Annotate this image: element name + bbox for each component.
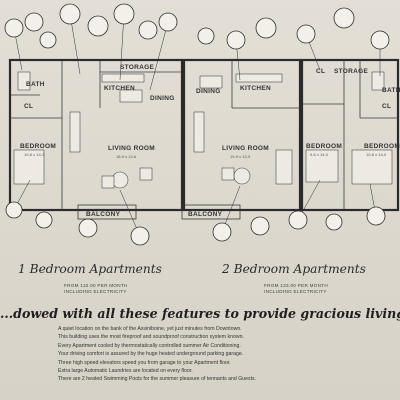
kitchen-label-left: KITCHEN	[104, 85, 135, 92]
left-price-line1: FROM 110.00 PER MONTH	[64, 283, 128, 288]
feature-item: Your driving comfort is assured by the h…	[58, 351, 244, 358]
left-balcony	[77, 204, 137, 220]
storage-label-right: STORAGE	[334, 68, 368, 75]
right-unit-price: FROM 133.00 PER MONTH INCLUDING ELECTRIC…	[264, 283, 328, 295]
closet-label-right-2: CL	[382, 103, 391, 110]
right-unit-heading: 2 Bedroom Apartments	[222, 262, 366, 276]
bedroom-dim-far-right: 10-6 x 14-0	[366, 152, 387, 157]
left-unit-price: FROM 110.00 PER MONTH INCLUDING ELECTRIC…	[64, 283, 128, 295]
left-unit-walls	[8, 58, 184, 212]
right-unit-walls	[300, 58, 400, 212]
middle-unit-walls	[182, 58, 302, 212]
living-dim-middle: 19-9 x 12-9	[230, 154, 251, 159]
dining-label-middle: DINING	[196, 88, 221, 95]
dining-label-left: DINING	[150, 95, 175, 102]
bedroom-dim-mid-right: 9-6 x 14-0	[310, 152, 329, 157]
closet-label-right: CL	[316, 68, 325, 75]
feature-item: Three high speed elevators speed you fro…	[58, 359, 231, 366]
right-price-line2: INCLUDING ELECTRICITY	[264, 289, 327, 294]
left-price-line2: INCLUDING ELECTRICITY	[64, 289, 127, 294]
living-label-middle: LIVING ROOM	[222, 145, 269, 152]
bedroom-label-mid-right: BEDROOM	[306, 143, 342, 150]
closet-label-left: CL	[24, 103, 33, 110]
callout-bubbles	[4, 3, 390, 246]
balcony-label-left: BALCONY	[86, 211, 121, 218]
bath-label-left: BATH	[26, 81, 45, 88]
bedroom-dim-left: 10-6 x 14-3	[24, 152, 45, 157]
middle-balcony	[181, 204, 241, 220]
bedroom-label-left: BEDROOM	[20, 143, 56, 150]
left-unit-heading: 1 Bedroom Apartments	[18, 262, 162, 276]
living-label-left: LIVING ROOM	[108, 145, 155, 152]
storage-label-left: STORAGE	[120, 64, 154, 71]
features-title: ...dowed with all these features to prov…	[0, 306, 400, 321]
feature-item: Every Apartment cooled by thermostatical…	[58, 342, 241, 349]
feature-item: A quiet location on the bank of the Assi…	[58, 326, 242, 332]
living-dim-left: 18-9 x 12-6	[116, 154, 137, 159]
right-price-line1: FROM 133.00 PER MONTH	[264, 283, 328, 288]
floor-plan: STORAGE KITCHEN DINING BATH CL BEDROOM 1…	[4, 3, 400, 246]
feature-item: Extra large Automatic Laundries are loca…	[58, 368, 193, 375]
kitchen-label-middle: KITCHEN	[240, 85, 271, 92]
feature-item: This building uses the most fireproof an…	[58, 334, 244, 341]
balcony-label-middle: BALCONY	[188, 211, 223, 218]
features-list: A quiet location on the bank of the Assi…	[58, 325, 256, 384]
bedroom-label-far-right: BEDROOM	[364, 143, 400, 150]
bath-label-right: BATH	[382, 87, 400, 94]
feature-item: There are 2 heated Swimming Pools for th…	[58, 376, 257, 383]
